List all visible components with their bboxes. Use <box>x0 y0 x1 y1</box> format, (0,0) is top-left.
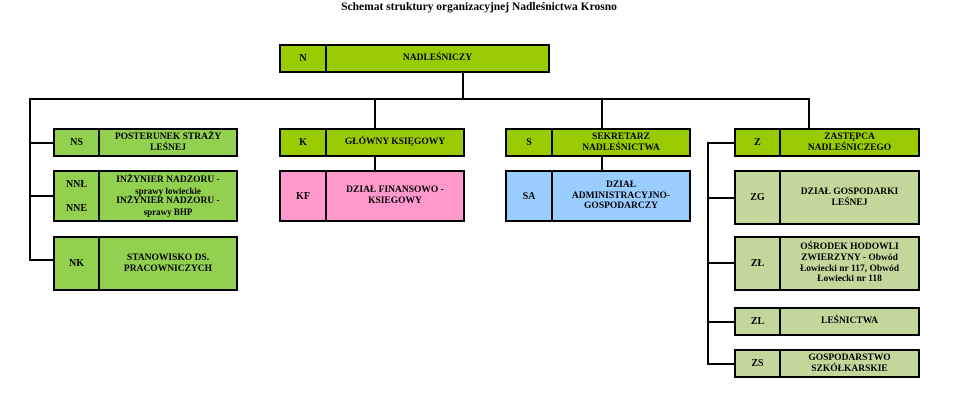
unit-code: Z <box>736 130 781 155</box>
unit-code: N <box>281 46 327 71</box>
connector <box>601 156 603 171</box>
unit-code: S <box>507 130 553 155</box>
unit-code: ZS <box>736 351 781 376</box>
unit-code: ZL <box>736 309 781 334</box>
box-glowny-ksiegowy: K GŁÓWNY KSIĘGOWY <box>279 128 465 157</box>
connector <box>29 98 31 260</box>
connector <box>601 98 603 129</box>
unit-code: NS <box>55 130 100 155</box>
connector <box>707 363 735 365</box>
unit-name: LEŚNICTWA <box>820 316 879 327</box>
unit-name: GŁÓWNY KSIĘGOWY <box>344 137 446 148</box>
unit-name: NADLEŚNICZY <box>402 53 473 64</box>
connector <box>707 321 735 323</box>
unit-name: STANOWISKO DS.PRACOWNICZYCH <box>123 252 213 274</box>
chart-title: Schemat struktury organizacyjnej Nadleśn… <box>341 1 617 13</box>
connector <box>374 98 376 129</box>
box-lesnictwa: ZL LEŚNICTWA <box>734 307 920 336</box>
unit-code: ZG <box>736 172 781 223</box>
box-dzial-finansowo-ksiegowy: KF DZIAŁ FINANSOWO -KSIEGOWY <box>279 170 465 222</box>
unit-code: NK <box>55 238 100 289</box>
connector <box>29 259 54 261</box>
connector <box>707 197 735 199</box>
unit-code: ZŁ <box>736 238 781 289</box>
box-nadlesniczy: N NADLEŚNICZY <box>279 44 550 73</box>
connector <box>707 262 735 264</box>
unit-code: SA <box>507 172 553 220</box>
unit-code: K <box>281 130 327 155</box>
connector <box>374 156 376 171</box>
unit-name: DZIAŁ FINANSOWO -KSIEGOWY <box>346 185 444 206</box>
unit-name: INŻYNIER NADZORU - sprawy łowieckie INŻY… <box>116 175 220 217</box>
unit-code: KF <box>281 172 327 220</box>
connector <box>808 98 810 129</box>
connector <box>29 98 810 100</box>
connector <box>29 195 54 197</box>
connector <box>29 142 54 144</box>
box-stanowisko-ds-pracowniczych: NK STANOWISKO DS.PRACOWNICZYCH <box>53 236 238 291</box>
connector <box>707 142 735 144</box>
connector <box>462 72 464 99</box>
connector <box>707 142 709 364</box>
